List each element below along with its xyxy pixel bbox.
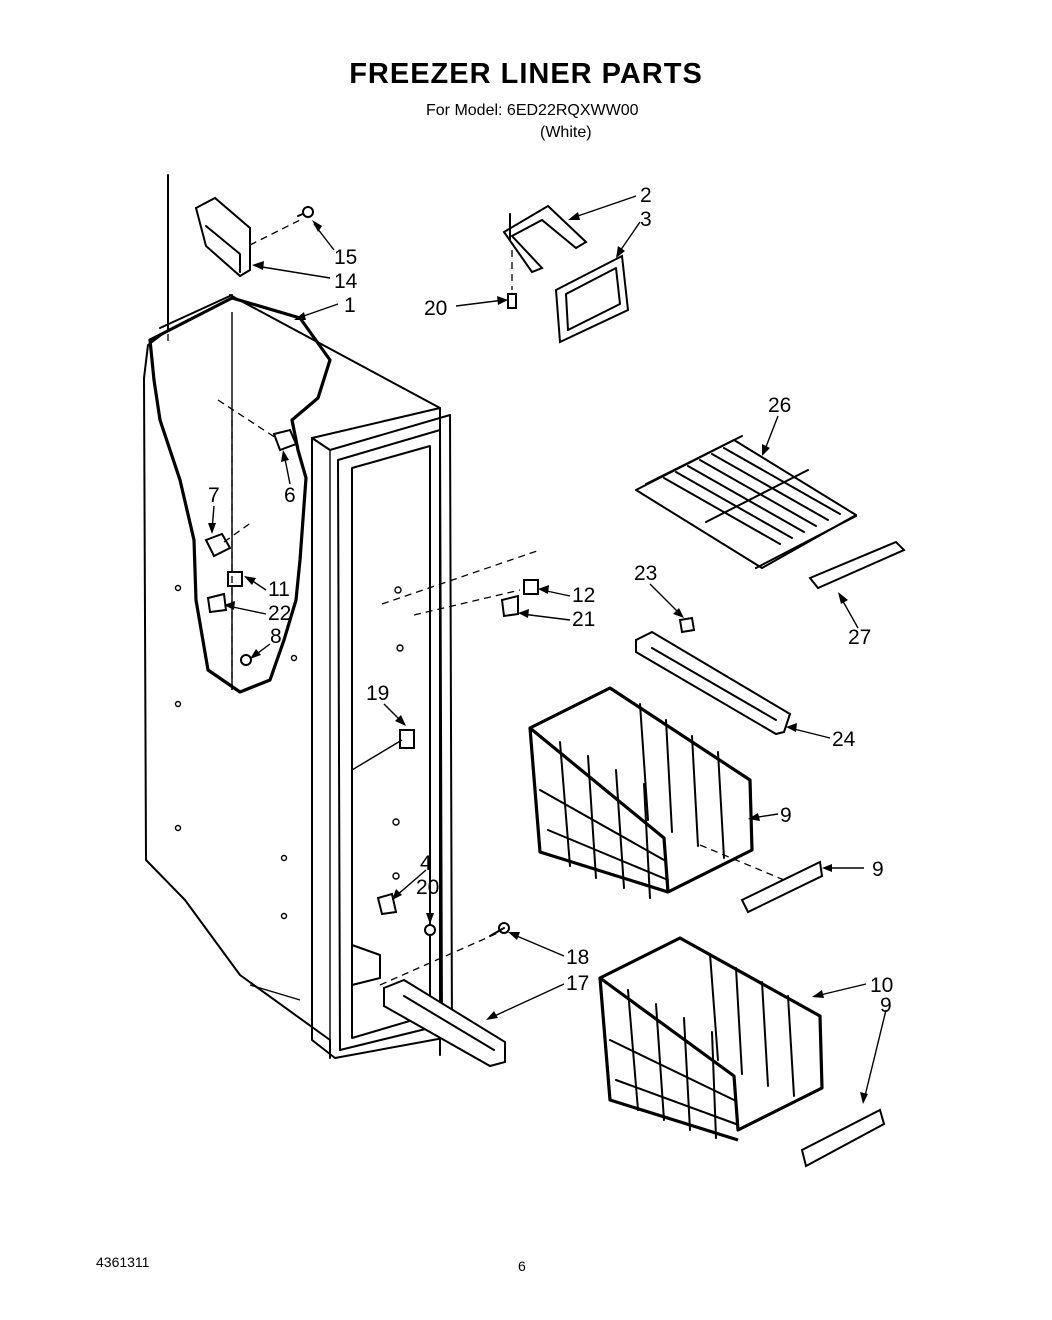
callout-6: 6 [284, 484, 296, 507]
callout-17: 17 [566, 972, 589, 995]
color-line: (White) [540, 124, 592, 141]
pulls-part-17 [383, 978, 506, 1068]
callout-22: 22 [268, 602, 291, 625]
callout-2: 2 [640, 184, 652, 207]
basket-part-10 [528, 686, 754, 899]
screw-part-8 [240, 654, 252, 666]
screw-part-20-lower [424, 924, 436, 936]
trim-part-9-lower [800, 1108, 886, 1168]
freezer-liner-cabinet [143, 174, 461, 1059]
model-line: For Model: 6ED22RQXWW00 [426, 102, 639, 119]
clip-part-6 [272, 428, 298, 452]
clip-part-7 [204, 532, 232, 558]
screw-part-23 [678, 616, 696, 634]
callout-9-upper: 9 [872, 858, 884, 881]
callout-12-left: 11 [268, 578, 290, 601]
shelf-part-3 [554, 254, 630, 344]
rail-part-24 [635, 630, 792, 736]
trim-part-27 [808, 540, 906, 590]
callout-18: 18 [566, 946, 589, 969]
page-title: FREEZER LINER PARTS [349, 58, 703, 90]
clip-part-19 [399, 729, 415, 749]
clip-part-21 [500, 594, 519, 618]
callout-21: 21 [572, 608, 595, 631]
callout-3: 3 [640, 208, 652, 231]
leader-lines [208, 195, 887, 1104]
bracket-part-2 [502, 204, 588, 274]
callout-9-lower: 9 [880, 994, 892, 1017]
screw-part-18 [489, 922, 510, 937]
clip-part-22 [206, 592, 228, 614]
callout-20-lower: 20 [416, 876, 439, 899]
callout-14: 14 [334, 270, 358, 293]
callout-8: 8 [270, 625, 282, 648]
callout-24: 24 [832, 728, 856, 751]
callout-15: 15 [334, 246, 357, 269]
callout-19: 19 [366, 682, 389, 705]
bracket-part-14 [194, 196, 251, 278]
clip-part-12-right [523, 579, 539, 595]
callout-11: 10 [870, 974, 893, 997]
callout-10: 9 [780, 804, 792, 827]
wire-shelf-part-26 [635, 435, 857, 569]
callout-labels: 15 14 1 2 3 20 26 6 7 11 22 8 12 21 23 2… [208, 184, 893, 1017]
clip-part-12-left [227, 571, 243, 587]
clip-part-4 [376, 892, 398, 916]
trim-part-9-upper [740, 860, 824, 914]
callout-12-right: 12 [572, 584, 595, 607]
callout-20-upper: 20 [424, 297, 447, 320]
callout-26: 26 [768, 394, 791, 417]
page-number: 6 [518, 1258, 526, 1274]
callout-7: 7 [208, 484, 220, 507]
screw-part-15 [297, 206, 314, 218]
document-number: 4361311 [96, 1254, 150, 1270]
callout-4: 4 [420, 852, 432, 875]
basket-part-11 [598, 936, 824, 1142]
callout-23: 23 [634, 562, 657, 585]
screw-part-20-upper [507, 293, 517, 309]
callout-27: 27 [848, 626, 871, 649]
callout-1: 1 [344, 294, 356, 317]
